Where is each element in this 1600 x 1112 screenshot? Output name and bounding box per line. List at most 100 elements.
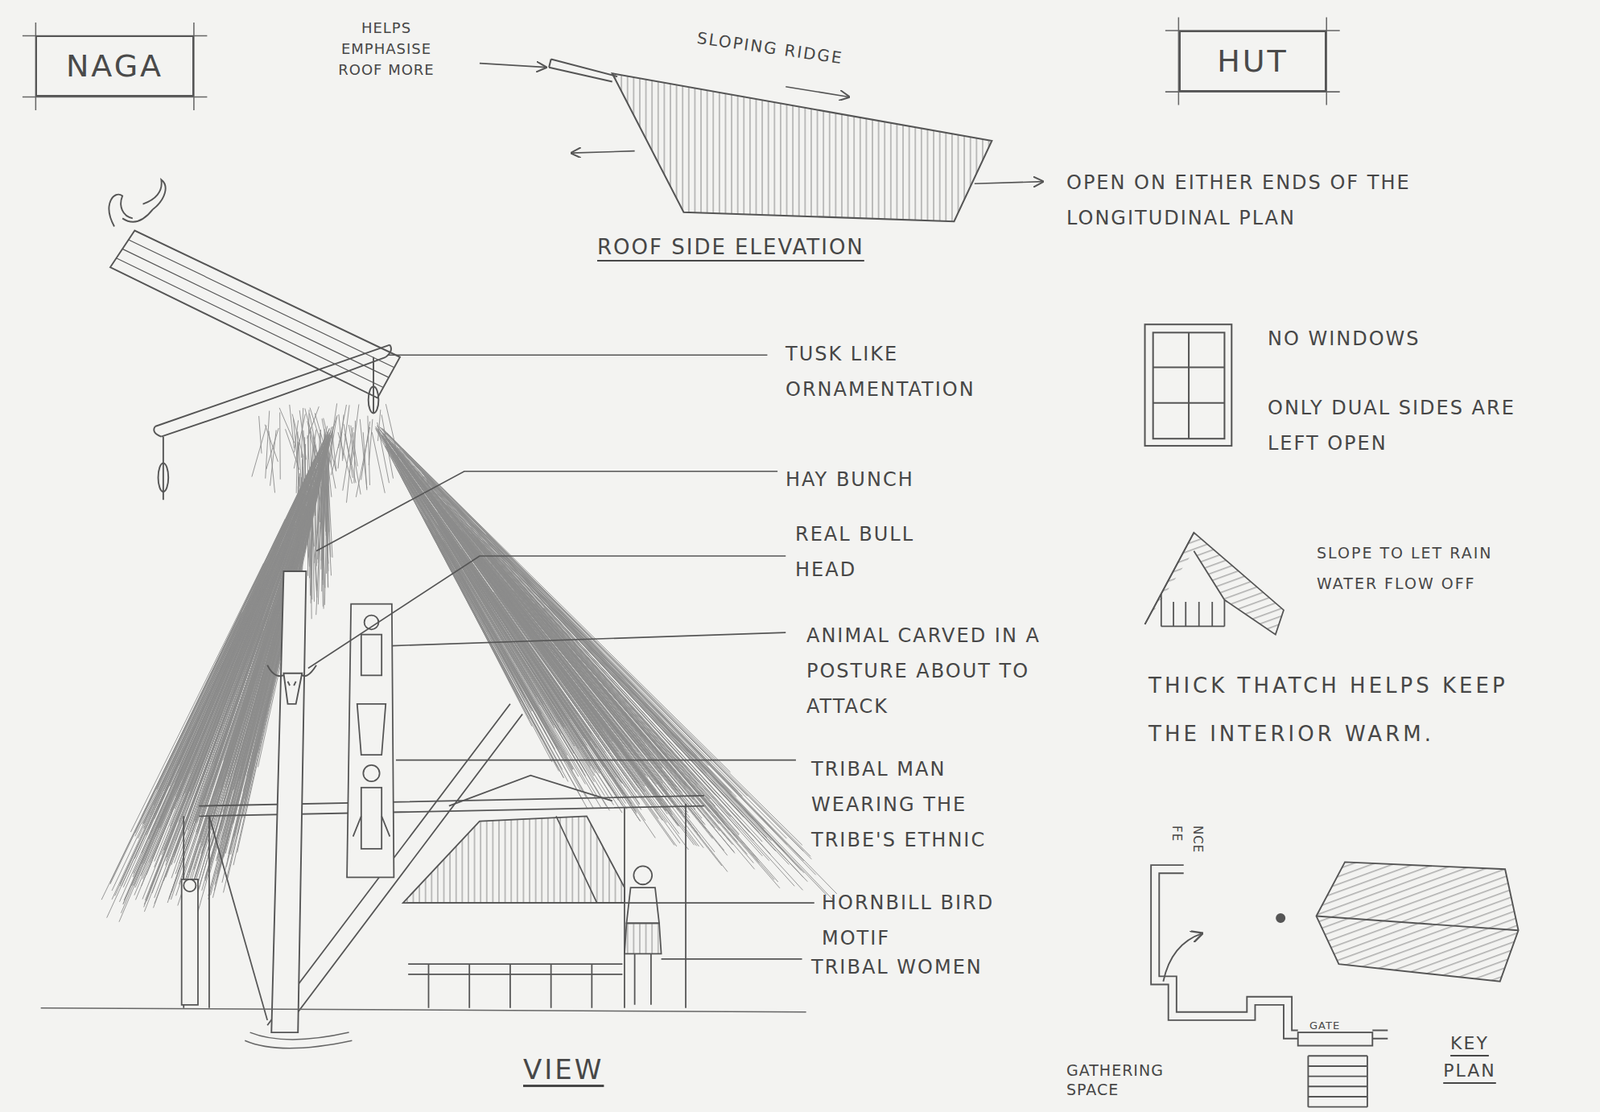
thatch-stroke bbox=[205, 434, 331, 879]
building-frame bbox=[408, 903, 625, 975]
annotation-label: HAY BUNCH bbox=[785, 466, 915, 493]
thatch-stroke bbox=[441, 487, 811, 858]
thatch-stroke bbox=[289, 404, 295, 449]
key-plan bbox=[1162, 933, 1202, 982]
annotation-label: REAL BULL HEAD bbox=[795, 516, 973, 588]
thatch-stroke bbox=[506, 597, 625, 755]
hut-sketch bbox=[1145, 532, 1284, 636]
thatch-stroke bbox=[393, 450, 640, 805]
thatch-stroke bbox=[399, 450, 720, 831]
thatch-stroke bbox=[222, 442, 329, 802]
ground-line bbox=[41, 1008, 807, 1013]
thatch-stroke bbox=[390, 443, 681, 828]
annotation-label: THICK THATCH HELPS KEEP THE INTERIOR WAR… bbox=[1148, 661, 1527, 759]
ridge-pole bbox=[116, 239, 395, 388]
window-icon bbox=[1145, 324, 1233, 446]
key-plan bbox=[1316, 861, 1519, 982]
building-frame bbox=[428, 964, 593, 1009]
thatch-stroke bbox=[516, 585, 656, 745]
tusk-ornament bbox=[368, 387, 380, 414]
thatch-stroke bbox=[404, 457, 689, 789]
thatch-stroke bbox=[307, 420, 322, 481]
tusk-ornament bbox=[155, 345, 391, 427]
thatch-stroke bbox=[450, 518, 623, 739]
carved-post bbox=[346, 604, 394, 879]
thatch-stroke bbox=[413, 465, 668, 753]
thatch-stroke bbox=[342, 427, 354, 491]
thatch-stroke bbox=[524, 589, 698, 786]
thatch-stroke bbox=[154, 589, 256, 820]
tusk-ornament bbox=[160, 357, 386, 438]
thatch-stroke bbox=[359, 419, 368, 489]
tusk-ornament bbox=[163, 357, 374, 501]
leader-line bbox=[308, 556, 786, 669]
thatch-stroke bbox=[543, 607, 754, 842]
thatch-stroke bbox=[383, 433, 656, 792]
thatch-stroke bbox=[416, 483, 592, 735]
leader-line bbox=[661, 958, 803, 961]
thatch-stroke bbox=[268, 431, 276, 494]
thatch-stroke bbox=[206, 593, 273, 791]
thatch-stroke bbox=[318, 449, 326, 550]
thatch-stroke bbox=[399, 448, 771, 854]
hut-sketch bbox=[1173, 602, 1213, 627]
thatch-stroke bbox=[468, 527, 727, 821]
thatch-stroke bbox=[431, 497, 700, 847]
thatch-stroke bbox=[478, 564, 644, 787]
thatch-stroke bbox=[371, 432, 385, 494]
tribal-figure bbox=[624, 923, 662, 954]
thatch-stroke bbox=[391, 453, 594, 783]
thatch-stroke bbox=[328, 485, 333, 558]
thatch-stroke bbox=[135, 612, 243, 837]
thatch-stroke bbox=[321, 418, 336, 489]
roof-elevation bbox=[548, 59, 618, 83]
window-icon bbox=[1153, 332, 1225, 439]
thatch-strokes bbox=[101, 403, 838, 922]
arrow bbox=[785, 86, 850, 98]
key-plan bbox=[1372, 1030, 1388, 1040]
thatch-stroke bbox=[389, 450, 541, 706]
annotation-label: NO WINDOWS bbox=[1267, 325, 1421, 352]
tribal-figure bbox=[181, 879, 198, 1006]
hut-sketch bbox=[1145, 532, 1284, 636]
thatch-stroke bbox=[391, 450, 625, 809]
thatch-stroke bbox=[259, 416, 262, 454]
leader-line bbox=[387, 354, 768, 356]
thatch-stroke bbox=[196, 441, 329, 898]
leader-line bbox=[391, 632, 786, 646]
thatch-stroke bbox=[309, 413, 324, 483]
annotation-label: HORNBILL BIRD MOTIF bbox=[821, 885, 1064, 957]
thatch-stroke bbox=[368, 419, 373, 466]
annotation-label: ROOF SIDE ELEVATION bbox=[597, 233, 865, 262]
thatch-stroke bbox=[265, 411, 270, 479]
carved-post bbox=[362, 765, 380, 782]
thatch-stroke bbox=[447, 529, 623, 784]
thatch-stroke bbox=[385, 444, 574, 770]
thatch-stroke bbox=[186, 441, 328, 895]
thatch-stroke bbox=[402, 450, 805, 874]
thatch-stroke bbox=[307, 429, 317, 493]
thatch-stroke bbox=[382, 428, 726, 781]
thatch-stroke bbox=[332, 432, 337, 471]
carved-post bbox=[361, 787, 382, 850]
thatch-stroke bbox=[279, 412, 281, 479]
annotation-label: SLOPING RIDGE bbox=[695, 27, 845, 70]
ridge-pole bbox=[110, 230, 400, 399]
key-plan bbox=[1158, 873, 1298, 1031]
annotation-label: TUSK LIKE ORNAMENTATION bbox=[785, 336, 1027, 408]
key-plan bbox=[1307, 1055, 1368, 1107]
thatch-stroke bbox=[476, 577, 627, 810]
annotation-label: GATHERING SPACE bbox=[1066, 1060, 1208, 1100]
title-frame-lines bbox=[22, 22, 207, 111]
thatch-stroke bbox=[344, 433, 356, 483]
thatch-stroke bbox=[437, 497, 734, 846]
hut-sketch bbox=[1161, 593, 1225, 627]
title-frame: HUT bbox=[1179, 30, 1327, 92]
thatch-stroke bbox=[427, 474, 817, 875]
annotation-label: TRIBAL WOMEN bbox=[811, 954, 983, 981]
carved-post bbox=[361, 635, 382, 677]
key-plan bbox=[1276, 914, 1285, 923]
thatch-stroke bbox=[398, 461, 614, 799]
title-text: NAGA bbox=[65, 48, 164, 84]
thatch-stroke bbox=[350, 425, 358, 467]
